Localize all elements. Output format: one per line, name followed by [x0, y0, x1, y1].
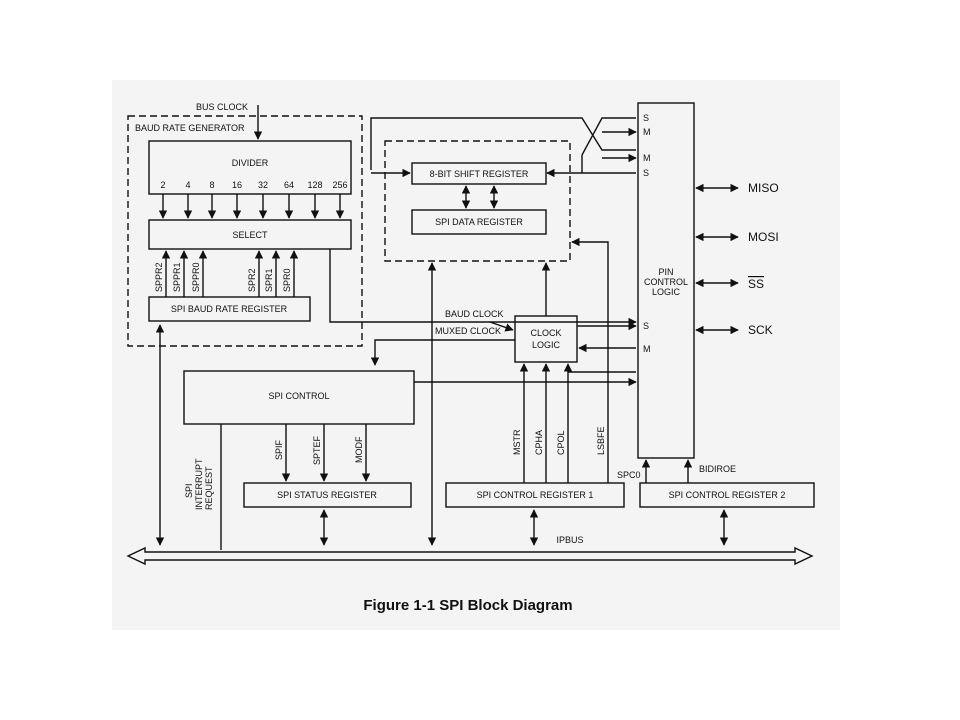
baud-rate-generator-label: BAUD RATE GENERATOR — [135, 123, 245, 133]
divider-tap-128: 128 — [307, 180, 322, 190]
control-register-2-block — [639, 482, 815, 508]
pin-side-s-top: S — [643, 113, 649, 123]
modf-label: MODF — [354, 436, 364, 463]
lsbfe-to-shift-line — [571, 237, 609, 483]
select-label: SELECT — [232, 230, 268, 240]
sppr2-label: SPPR2 — [154, 262, 164, 292]
divider-label: DIVIDER — [232, 158, 269, 168]
select-block — [148, 219, 352, 250]
baud-rate-register-label: SPI BAUD RATE REGISTER — [171, 304, 288, 314]
divider-tap-32: 32 — [258, 180, 268, 190]
muxed-clock-line — [370, 339, 515, 366]
clock-logic-label-2: LOGIC — [532, 340, 561, 350]
sptef-label: SPTEF — [312, 435, 322, 465]
control-register-1-block — [445, 482, 625, 508]
sck-label: SCK — [748, 323, 773, 337]
baud-rate-register-block — [148, 296, 311, 322]
miso-label: MISO — [748, 181, 779, 195]
divider-tap-256: 256 — [332, 180, 347, 190]
shift-register-boundary — [384, 140, 571, 262]
pin-side-m-top: M — [643, 127, 651, 137]
divider-tap-4: 4 — [185, 180, 190, 190]
baud-rate-generator-boundary — [127, 115, 363, 347]
status-register-label: SPI STATUS REGISTER — [277, 490, 377, 500]
pin-control-label-2: CONTROL — [644, 277, 688, 287]
shift-cross-line — [581, 117, 636, 156]
interrupt-label-3: REQUEST — [204, 466, 214, 510]
control-register-1-label: SPI CONTROL REGISTER 1 — [477, 490, 594, 500]
shift-register-label: 8-BIT SHIFT REGISTER — [430, 169, 529, 179]
bidiroe-label: BIDIROE — [699, 464, 736, 474]
cpha-label: CPHA — [534, 430, 544, 455]
divider-tap-64: 64 — [284, 180, 294, 190]
pin-control-logic-block — [637, 102, 695, 459]
figure-caption: Figure 1-1 SPI Block Diagram — [363, 597, 572, 614]
baud-clock-line — [329, 249, 637, 327]
data-register-block — [411, 209, 547, 235]
control-register-2-label: SPI CONTROL REGISTER 2 — [669, 490, 786, 500]
mosi-label: MOSI — [748, 230, 779, 244]
status-register-block — [243, 482, 412, 508]
divider-block — [148, 140, 352, 195]
ipbus-label: IPBUS — [556, 535, 583, 545]
clock-logic-block — [514, 315, 578, 363]
pin-side-s-mid: S — [643, 168, 649, 178]
pin-control-label-3: LOGIC — [652, 287, 681, 297]
spr0-label: SPR0 — [282, 268, 292, 292]
pin-side-m-clock: M — [643, 344, 651, 354]
sppr1-label: SPPR1 — [172, 262, 182, 292]
clock-logic-label-1: CLOCK — [530, 328, 561, 338]
lsbfe-label: LSBFE — [596, 426, 606, 455]
select-bit-arrows — [161, 250, 299, 297]
spc0-label: SPC0 — [617, 470, 641, 480]
spi-control-label: SPI CONTROL — [268, 391, 329, 401]
mstr-label: MSTR — [512, 429, 522, 455]
pin-control-label-1: PIN — [658, 267, 673, 277]
ss-label: SS — [748, 277, 764, 291]
cpol-label: CPOL — [556, 430, 566, 455]
pin-side-m-mid: M — [643, 153, 651, 163]
interrupt-label-2: INTERRUPT — [194, 458, 204, 510]
divider-tap-8: 8 — [209, 180, 214, 190]
spi-control-block — [183, 370, 415, 425]
pin-side-s-clock: S — [643, 321, 649, 331]
baud-clock-label: BAUD CLOCK — [445, 309, 504, 319]
divider-tap-2: 2 — [160, 180, 165, 190]
spr2-label: SPR2 — [247, 268, 257, 292]
baud-clock-to-clock-logic — [489, 321, 514, 332]
ipbus-arrow — [126, 546, 814, 566]
shift-out-top-line — [370, 117, 636, 170]
shift-register-block — [411, 162, 547, 185]
spif-label: SPIF — [274, 439, 284, 460]
divider-tap-16: 16 — [232, 180, 242, 190]
spr1-label: SPR1 — [264, 268, 274, 292]
sppr0-label: SPPR0 — [191, 262, 201, 292]
data-register-label: SPI DATA REGISTER — [435, 217, 523, 227]
divider-tap-arrows — [158, 194, 345, 219]
bus-clock-label: BUS CLOCK — [196, 102, 248, 112]
muxed-clock-label: MUXED CLOCK — [435, 326, 501, 336]
interrupt-label-1: SPI — [184, 483, 194, 498]
